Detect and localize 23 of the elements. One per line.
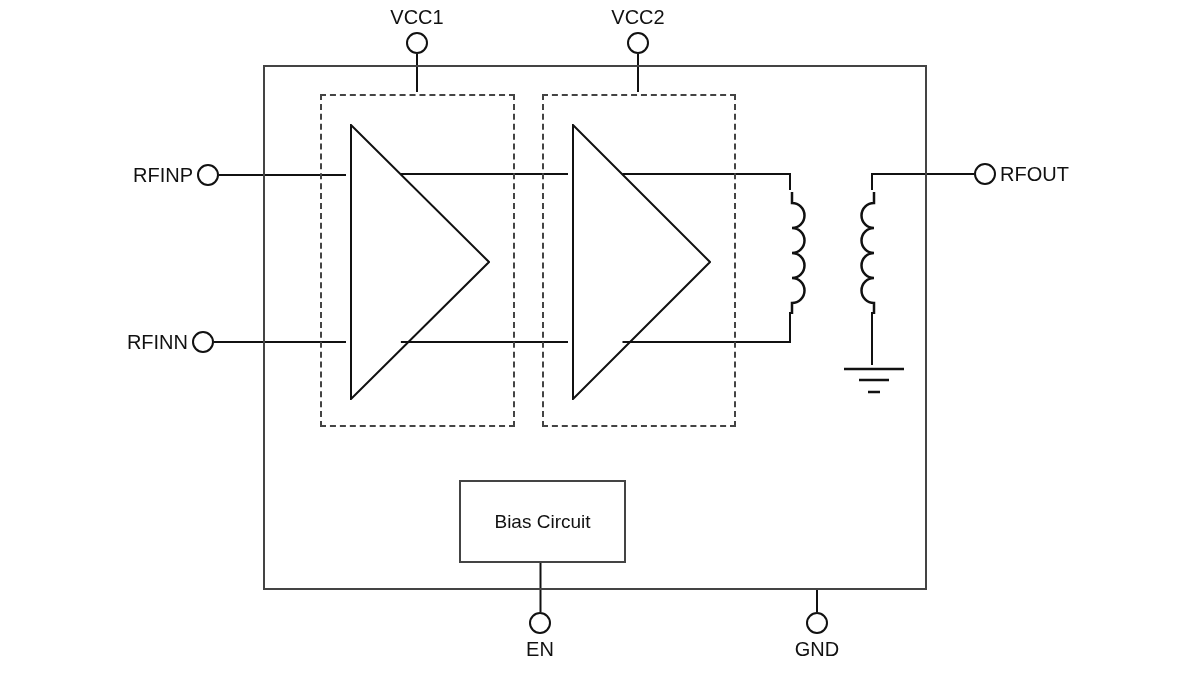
pin-label: GND [794, 638, 840, 660]
pin-label: RFOUT [1000, 163, 1069, 185]
wire [637, 53, 639, 93]
pin-label: RFINP [133, 164, 193, 186]
wire [871, 173, 975, 191]
stage-boundary [320, 94, 515, 427]
pin-label: VCC2 [611, 6, 665, 28]
pin-label: EN [526, 638, 554, 660]
wire [399, 340, 569, 343]
wire [816, 589, 818, 613]
wire [416, 53, 418, 93]
wire [871, 311, 873, 366]
wire [399, 173, 569, 176]
wire [213, 341, 347, 343]
stage-boundary [542, 94, 736, 427]
bias-circuit-box [459, 480, 626, 563]
pin-label: VCC1 [390, 6, 444, 28]
wire [621, 311, 791, 343]
wire [218, 174, 347, 176]
block-label: Bias Circuit [494, 510, 591, 533]
wire [621, 173, 791, 191]
package-outline [263, 65, 927, 590]
pin-label: RFINN [126, 331, 188, 353]
